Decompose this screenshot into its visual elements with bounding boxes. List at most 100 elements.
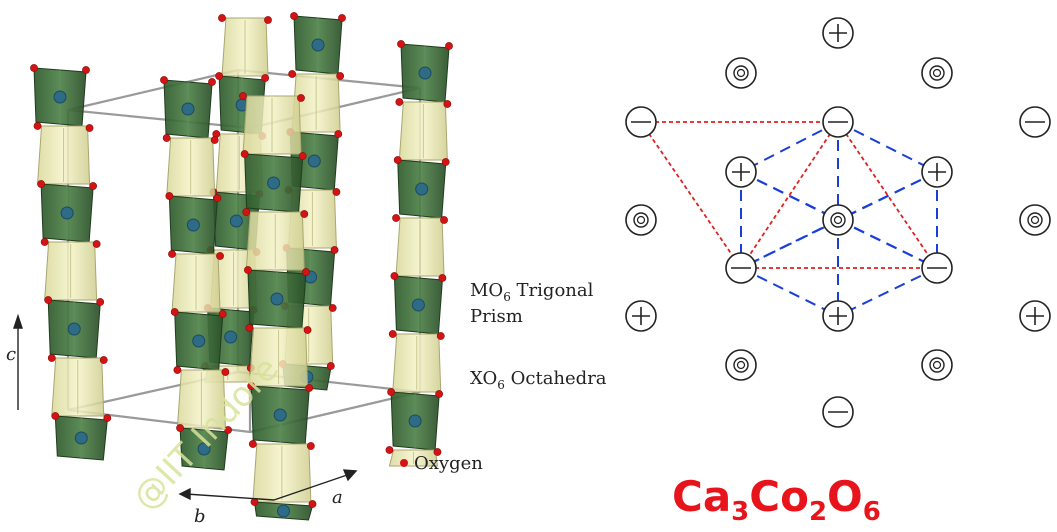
legend-octahedra: XO6 Octahedra — [470, 368, 607, 392]
oxygen-atom — [44, 296, 53, 304]
oxygen-atom — [92, 240, 101, 248]
metal-atom — [307, 154, 321, 168]
polyhedra-column — [160, 76, 232, 471]
metal-atom — [186, 218, 200, 232]
oxygen-atom — [160, 76, 168, 84]
axis-label-c: c — [6, 344, 16, 365]
svg-text:XO6 Octahedra: XO6 Octahedra — [470, 368, 607, 392]
oxygen-atom — [393, 156, 402, 164]
inner-dot — [1030, 215, 1040, 225]
oxygen-atom — [298, 152, 307, 160]
inner-circle — [633, 212, 649, 228]
oxygen-atom — [221, 368, 230, 376]
oxygen-atom — [245, 324, 254, 332]
blue-bond — [740, 121, 839, 173]
inner-dot — [833, 215, 843, 225]
lattice-site-plus — [921, 156, 953, 188]
metal-atom — [418, 66, 432, 80]
lattice-site-circle — [822, 204, 854, 236]
oxygen-atom — [390, 272, 399, 280]
red-bond — [640, 121, 742, 269]
oxygen-atom — [308, 500, 317, 508]
lattice-site-circle — [725, 57, 757, 89]
oxygen-atom — [89, 182, 98, 190]
oxygen-atom — [440, 216, 448, 224]
oxygen-atom — [326, 362, 335, 370]
oxygen-atom — [336, 72, 345, 80]
lattice-site-plus — [725, 156, 757, 188]
blue-bond — [740, 267, 839, 317]
metal-atom — [408, 414, 422, 428]
metal-atom — [273, 408, 287, 422]
site-circle — [1019, 204, 1051, 236]
axis-label-a: a — [332, 487, 343, 508]
oxygen-atom — [264, 16, 272, 24]
oxygen-atom — [85, 124, 94, 132]
oxygen-atom — [441, 158, 450, 166]
lattice-diagram — [625, 17, 1051, 428]
metal-atom — [53, 90, 67, 104]
lattice-site-circle — [921, 57, 953, 89]
oxygen-atom — [170, 308, 179, 316]
metal-atom — [411, 298, 425, 312]
oxygen-atom — [300, 210, 309, 218]
inner-circle — [733, 65, 749, 81]
metal-atom — [270, 292, 284, 306]
oxygen-atom — [224, 426, 232, 434]
lattice-site-plus — [822, 300, 854, 332]
oxygen-atom — [330, 246, 339, 254]
axes-indicator — [13, 313, 358, 501]
metal-atom — [267, 176, 281, 190]
oxygen-atom — [168, 250, 176, 258]
oxygen-atom — [244, 266, 252, 274]
oxygen-atom — [395, 98, 404, 106]
lattice-bond-lines — [640, 121, 938, 317]
lattice-site-minus — [625, 106, 657, 138]
legend-prism: MO6 Trigonal Prism — [470, 280, 594, 327]
oxygen-atom — [82, 66, 90, 74]
legend-oxygen: Oxygen — [400, 453, 483, 474]
inner-circle — [1027, 212, 1043, 228]
lattice-site-minus — [725, 252, 757, 284]
inner-dot — [736, 68, 746, 78]
oxygen-atom — [165, 192, 174, 200]
oxygen-atom — [302, 268, 310, 276]
oxygen-atom — [176, 424, 184, 432]
blue-bond — [837, 267, 938, 317]
metal-atom — [197, 442, 211, 456]
polyhedra-column — [385, 40, 453, 467]
oxygen-atom — [334, 130, 343, 138]
lattice-site-minus — [1019, 106, 1051, 138]
lattice-site-circle — [625, 204, 657, 236]
prism-label-line2: Prism — [470, 306, 523, 327]
inner-dot — [932, 360, 942, 370]
red-bond — [837, 121, 938, 269]
polyhedra-column — [30, 64, 112, 461]
metal-atom — [67, 322, 81, 336]
polyhedra-column — [239, 92, 317, 521]
oxygen-atom — [288, 70, 297, 78]
oxygen-atom — [30, 64, 38, 72]
lattice-site-plus — [822, 17, 854, 49]
site-circle — [725, 57, 757, 89]
oxygen-atom — [162, 134, 171, 142]
site-circle — [822, 204, 854, 236]
oxygen-atom — [213, 194, 222, 202]
oxygen-atom — [242, 208, 251, 216]
oxygen-atom — [239, 92, 247, 100]
oxygen-atom — [33, 122, 42, 130]
oxygen-atom — [332, 188, 341, 196]
oxygen-atom — [436, 332, 445, 340]
oxygen-atom — [218, 14, 226, 22]
oxygen-atom — [438, 274, 447, 282]
oxygen-atom — [173, 366, 182, 374]
oxygen-atom — [37, 180, 46, 188]
blue-bond — [837, 121, 938, 173]
lattice-site-circle — [725, 349, 757, 381]
lattice-site-circle — [921, 349, 953, 381]
metal-atom — [181, 102, 195, 116]
lattice-site-plus — [625, 300, 657, 332]
oxygen-atom — [433, 448, 442, 456]
lattice-site-plus — [1019, 300, 1051, 332]
